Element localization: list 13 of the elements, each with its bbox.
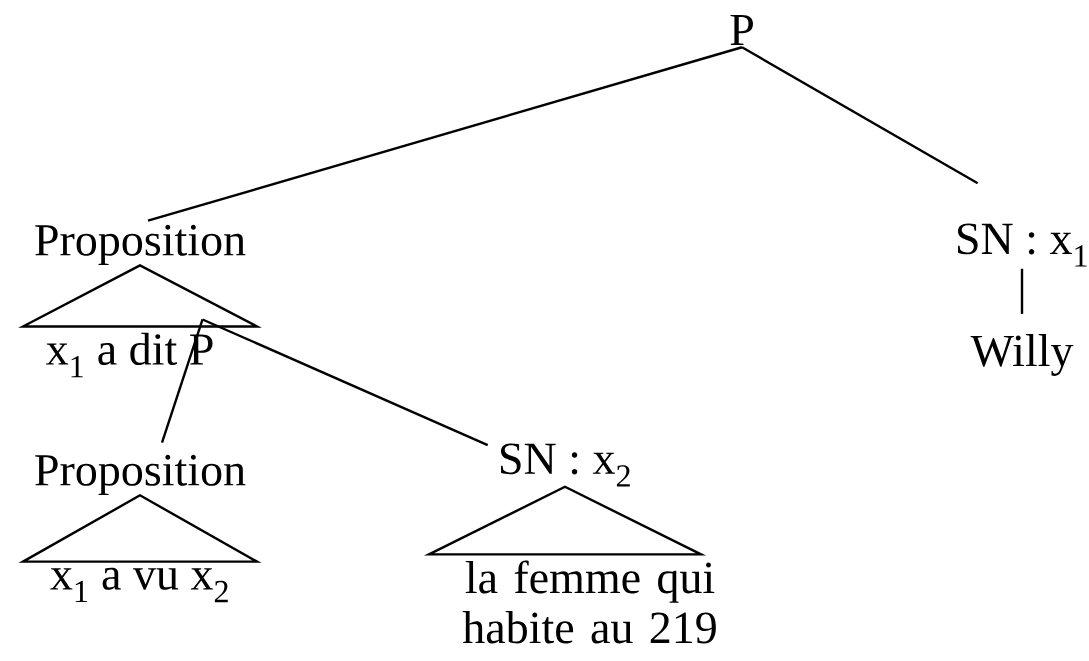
tree-branch bbox=[147, 46, 743, 222]
tree-branch bbox=[160, 319, 204, 444]
tree-branch bbox=[202, 318, 489, 447]
tree-label: P bbox=[730, 14, 753, 46]
tree-label: Proposition bbox=[35, 224, 246, 266]
tree-label: la femme qui habite au 219 bbox=[462, 560, 716, 644]
tree-branch bbox=[1020, 268, 1024, 314]
tree-label: Willy bbox=[970, 334, 1074, 376]
tree-label: SN : x$_{1}$ bbox=[958, 223, 1087, 267]
tree-label: SN : x$_{2}$ bbox=[501, 443, 630, 487]
tree-label: x$_{1}$ a vu x$_{2}$ bbox=[50, 567, 228, 603]
tree-branch bbox=[741, 46, 979, 185]
tree-label: Proposition bbox=[35, 454, 246, 496]
